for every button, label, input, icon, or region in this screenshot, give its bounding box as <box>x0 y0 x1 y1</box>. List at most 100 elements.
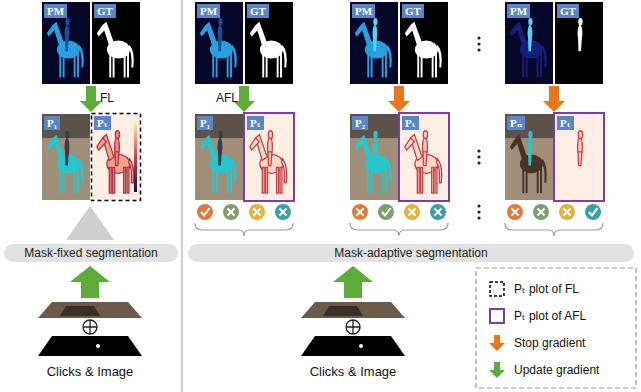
horse-neck <box>256 135 268 161</box>
horse-leg <box>421 53 423 78</box>
horse-leg <box>77 53 79 78</box>
image-plane <box>301 302 405 318</box>
image-tile <box>400 114 448 200</box>
tile-content <box>355 18 392 77</box>
rider-head <box>578 131 582 139</box>
horse-tail <box>541 45 546 68</box>
rider-leg <box>65 38 69 51</box>
rider-leg <box>578 38 582 51</box>
horse-leg <box>59 53 61 78</box>
tile-background <box>350 114 398 200</box>
status-circle <box>404 204 420 220</box>
plus-symbol <box>346 320 360 334</box>
horse-tail <box>436 45 441 68</box>
cross-symbol <box>228 209 235 216</box>
brace <box>505 223 603 236</box>
legend-sample <box>486 280 508 298</box>
cross-symbol <box>564 209 571 216</box>
horse-leg <box>432 53 434 78</box>
tile-wall <box>42 114 90 138</box>
mask-plane <box>38 336 142 356</box>
horse-head <box>47 25 57 36</box>
tile-tag: Pₜ <box>402 116 419 130</box>
horse-tail <box>231 159 236 183</box>
cross-symbol <box>435 209 442 216</box>
tile-background <box>400 2 448 84</box>
horse-leg <box>522 53 524 78</box>
horse-head <box>97 138 107 150</box>
horse-neck <box>206 135 218 161</box>
horse-head <box>97 25 107 36</box>
horse-leg <box>262 53 264 78</box>
tile-background <box>505 2 553 84</box>
cross-symbol <box>280 209 287 216</box>
tile-content <box>250 131 287 193</box>
brace <box>195 223 293 236</box>
ellipsis-dot <box>477 155 480 158</box>
fl-sample <box>490 282 504 296</box>
horse-shape <box>355 18 392 77</box>
rider-head <box>373 131 377 139</box>
image-plane <box>38 302 142 318</box>
horse-leg <box>280 167 282 193</box>
horse-shape <box>200 131 237 193</box>
image-tile <box>350 114 398 200</box>
horse-shape <box>510 18 547 77</box>
rider-head <box>115 131 119 139</box>
ellipsis-dot <box>477 48 480 51</box>
legend-row: Pₜ plot of AFL <box>486 307 586 325</box>
status-circle <box>430 204 446 220</box>
tile-tag: Pₜ <box>94 116 111 130</box>
tile-background <box>505 114 553 200</box>
horse-head <box>200 138 210 150</box>
afl-plot-frame <box>244 113 294 201</box>
status-circle <box>507 204 523 220</box>
horse-shape <box>47 18 84 77</box>
afl-plot-frame <box>399 113 449 201</box>
horse-neck <box>411 22 423 47</box>
triangle <box>66 206 114 240</box>
ellipsis-dot <box>477 204 480 207</box>
tile-content <box>355 131 392 193</box>
band-label: Mask-adaptive segmentation <box>334 246 487 260</box>
rider-leg <box>268 152 272 166</box>
horse-shape <box>250 22 287 78</box>
horse-shape <box>250 131 287 193</box>
horse-shape <box>97 22 134 78</box>
tile-background <box>42 114 90 200</box>
click-dot <box>359 344 363 348</box>
horse-head <box>250 138 260 150</box>
horse-leg <box>227 167 229 193</box>
horse-neck <box>256 22 268 47</box>
tile-tag: GT <box>94 4 116 18</box>
horse-leg <box>417 167 419 193</box>
plus-symbol <box>83 320 97 334</box>
tile-tag: P₂ <box>352 116 368 130</box>
horse-leg <box>540 167 542 193</box>
tile-background <box>195 2 243 84</box>
tile-tag: P₁ <box>197 116 213 130</box>
horse-shape <box>200 18 237 77</box>
horse-tail <box>78 159 83 183</box>
rider-head <box>65 18 69 25</box>
rider-head <box>578 18 582 25</box>
segmentation-band: Mask-adaptive segmentation <box>188 244 634 262</box>
rider-head <box>373 18 377 25</box>
tile-content <box>405 131 442 193</box>
horse-shape <box>405 22 442 78</box>
check-symbol <box>589 208 598 216</box>
status-circle <box>559 204 575 220</box>
image-detail <box>323 306 363 316</box>
ellipsis-dot <box>477 36 480 39</box>
rider-leg <box>218 152 222 166</box>
horse-neck <box>516 22 528 47</box>
horse-shape <box>510 131 547 193</box>
horse-leg <box>59 167 61 193</box>
horse-head <box>355 25 365 36</box>
segmentation-band: Mask-fixed segmentation <box>4 244 178 262</box>
horse-leg <box>277 167 279 193</box>
loss-label: AFL <box>216 91 238 105</box>
legend-row: Pₜ plot of FL <box>486 280 579 298</box>
image-tile <box>555 2 603 84</box>
tile-tag: Pₜ <box>557 116 574 130</box>
